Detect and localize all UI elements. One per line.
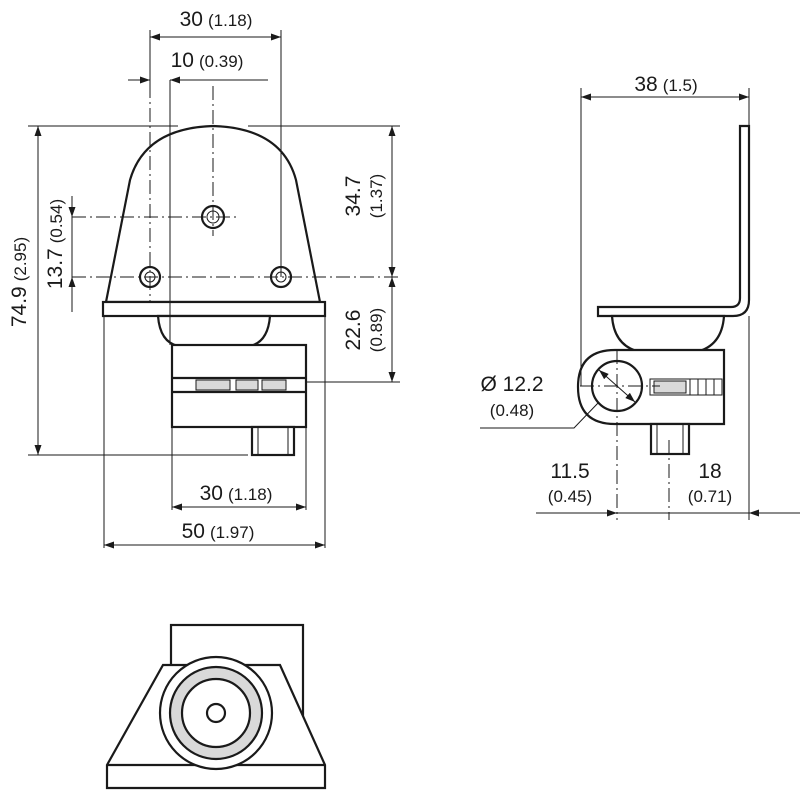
dim-right-offset-alt: (0.71)	[688, 487, 732, 506]
dim-diameter-label: Ø 12.2	[480, 373, 543, 396]
dim-diameter-alt: (0.48)	[490, 401, 534, 420]
dim-left-offset-label: 11.5	[550, 460, 589, 483]
front-view: 30(1.18) 10(0.39) 74.9(2.95) 13.7(0.54) …	[8, 8, 400, 549]
ball-joint	[156, 314, 272, 348]
plate-flange	[101, 300, 327, 318]
dim-lower-height-alt: (0.89)	[367, 308, 386, 352]
dim-upper-height-alt: (1.37)	[367, 174, 386, 218]
dim-depth-label: 38(1.5)	[634, 73, 697, 96]
dim-base-width-label: 50(1.97)	[182, 520, 255, 543]
dim-top-width-label: 30(1.18)	[180, 8, 253, 31]
bottom-view	[105, 623, 327, 790]
dim-left-offset-alt: (0.45)	[548, 487, 592, 506]
dim-total-height-label: 74.9(2.95)	[8, 237, 31, 327]
dim-lower-height-label: 22.6	[342, 310, 365, 351]
clamp-screw	[250, 425, 296, 457]
dim-hole-offset-label: 10(0.39)	[171, 49, 244, 72]
bottom-center-hole	[205, 702, 227, 724]
side-ball	[610, 314, 726, 354]
dim-hole-spacing-label: 13.7(0.54)	[44, 199, 67, 289]
dim-clamp-width-label: 30(1.18)	[200, 482, 273, 505]
dim-upper-height-label: 34.7	[342, 176, 365, 217]
l-bracket	[596, 124, 751, 318]
dim-right-offset-label: 18	[698, 460, 721, 483]
side-view: 38(1.5) Ø 12.2 (0.48) 11.5 (0.45) 18 (0.…	[480, 73, 800, 520]
